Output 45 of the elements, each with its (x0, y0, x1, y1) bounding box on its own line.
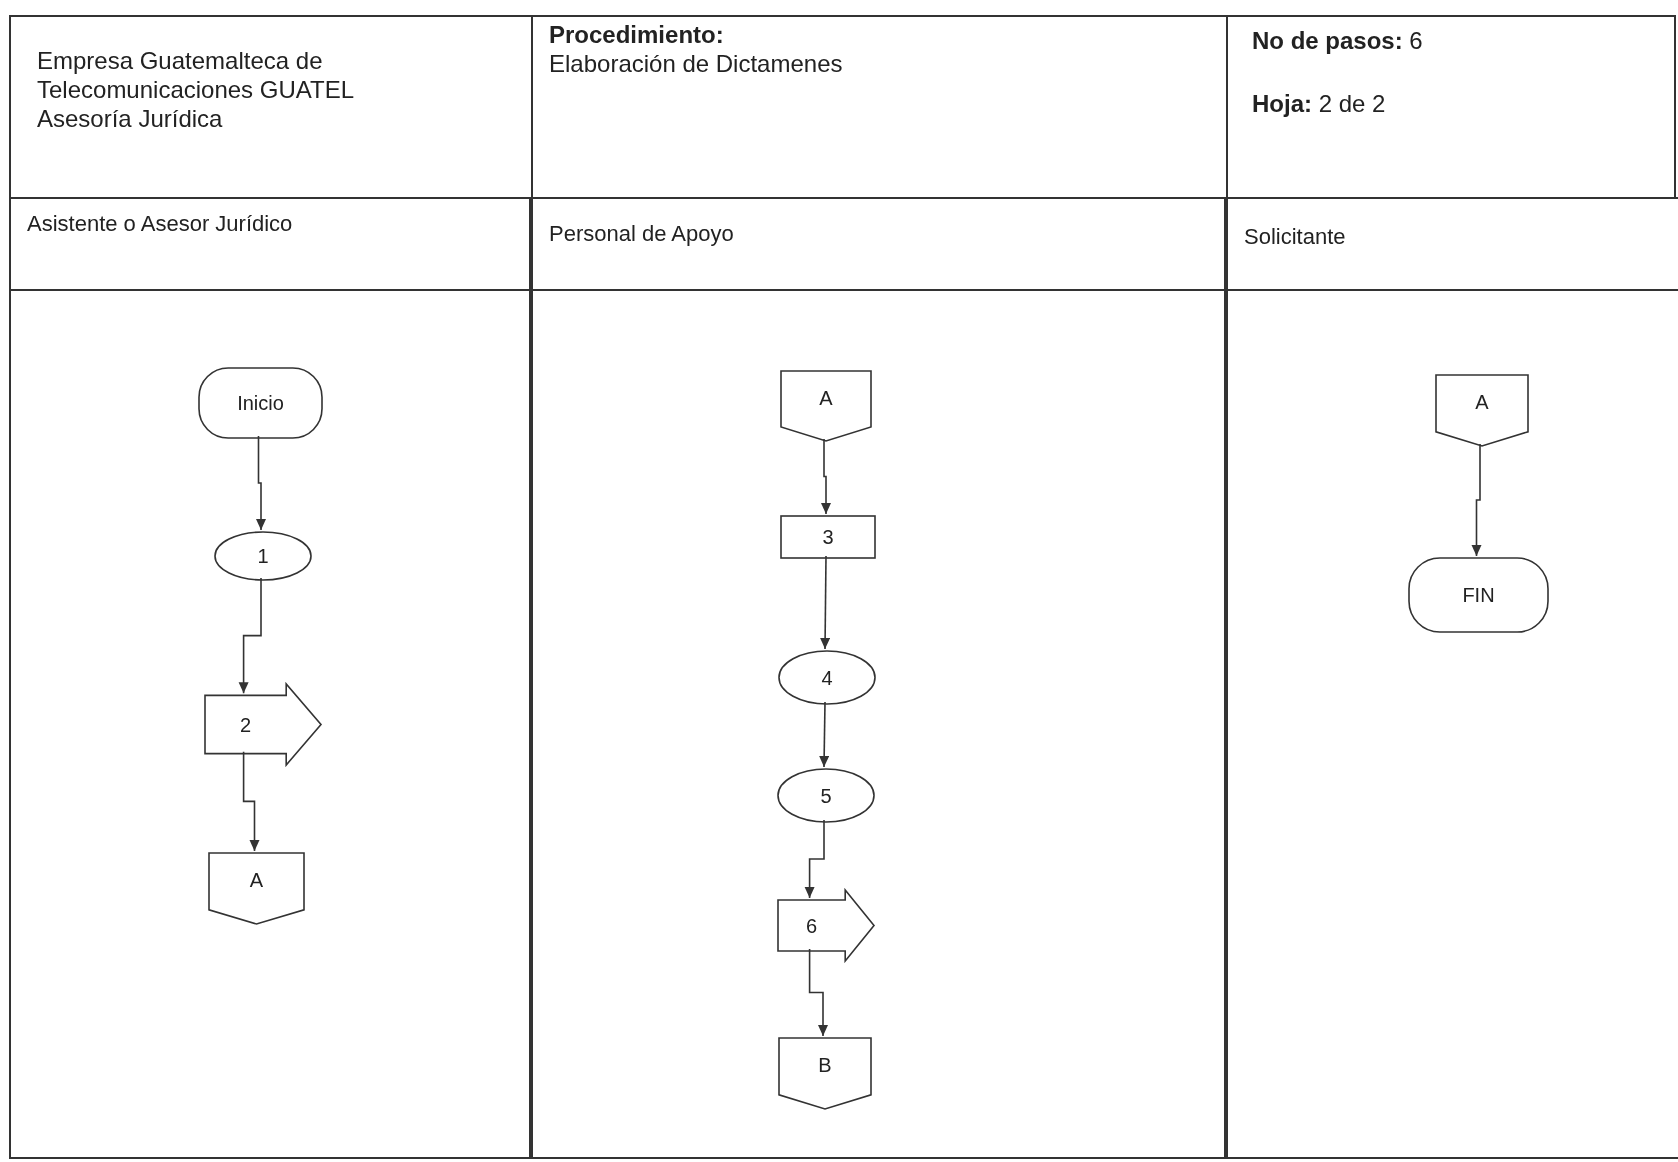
swimlane (531, 197, 1226, 1159)
process-box (781, 516, 875, 558)
procedure-heading: Procedimiento: (549, 21, 725, 50)
arrow (1471, 443, 1482, 557)
arrow (256, 435, 266, 531)
node-label: 6 (805, 915, 819, 936)
arrow (238, 577, 262, 695)
department-name: Asesoría Jurídica (37, 104, 224, 134)
arrow (820, 555, 831, 650)
terminal-shape (1409, 558, 1548, 632)
off-page-connector (1436, 375, 1528, 446)
arrow-shape (205, 684, 321, 765)
arrow (804, 819, 825, 899)
off-page-connector (779, 1038, 871, 1109)
ellipse-node (778, 769, 874, 822)
lane-title: Asistente o Asesor Jurídico (27, 211, 293, 237)
ellipse-node (215, 532, 311, 580)
page-number: Hoja: 2 de 2 (1252, 89, 1387, 119)
organization-name: Empresa Guatemalteca de Telecomunicaciones GUATEL (37, 47, 356, 105)
node-label: 5 (819, 785, 833, 806)
procedure-name: Elaboración de Dictamenes (549, 49, 844, 79)
lane-title: Personal de Apoyo (549, 221, 734, 247)
ellipse-node (779, 651, 875, 704)
step-count: No de pasos: 6 (1252, 27, 1424, 56)
node-label: 3 (821, 527, 835, 547)
node-label: A (1474, 391, 1490, 412)
arrow (242, 750, 260, 852)
node-label: FIN (1461, 585, 1496, 605)
node-label: A (248, 869, 265, 890)
node-label: 4 (820, 667, 834, 688)
terminal-shape (199, 368, 322, 438)
node-label: 2 (239, 714, 253, 735)
lane-title: Solicitante (1244, 224, 1346, 250)
arrow (819, 701, 830, 768)
off-page-connector (781, 371, 871, 441)
node-label: B (817, 1054, 833, 1075)
arrow-shape (778, 890, 874, 961)
node-label: 1 (256, 546, 270, 566)
arrow (808, 948, 828, 1037)
node-label: A (818, 387, 834, 408)
swimlane (1226, 197, 1678, 1159)
node-label: Inicio (236, 393, 285, 413)
swimlane (9, 197, 531, 1159)
off-page-connector (209, 853, 304, 924)
arrow (821, 438, 831, 515)
